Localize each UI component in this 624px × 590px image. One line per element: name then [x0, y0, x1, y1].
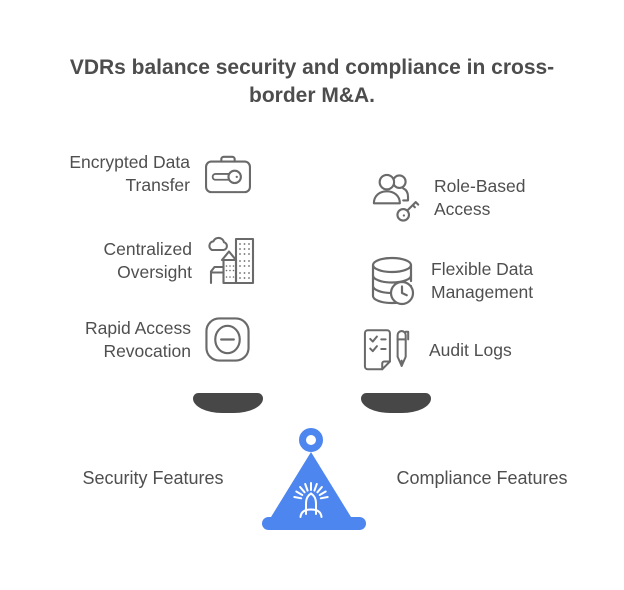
users-key-icon — [371, 171, 421, 225]
siren-beacon-icon — [257, 426, 367, 537]
feature-label: Audit Logs — [429, 339, 512, 360]
database-clock-icon — [370, 256, 418, 306]
feature-label: Centralized Oversight — [103, 239, 192, 282]
compliance-features-label: Compliance Features — [396, 468, 568, 488]
feature-rapid-access-revocation: Rapid Access Revocation — [56, 316, 251, 363]
feature-label: Rapid Access Revocation — [84, 317, 191, 361]
feature-flexible-data-management: Flexible Data Management — [370, 256, 561, 306]
page-title: VDRs balance security and compliance in … — [69, 56, 555, 107]
briefcase-key-icon — [203, 153, 253, 195]
checklist-pen-icon — [360, 325, 416, 375]
feature-encrypted-data-transfer: Encrypted Data Transfer — [55, 151, 253, 197]
feature-role-based-access: Role-Based Access — [371, 171, 564, 225]
city-cloud-icon — [205, 236, 257, 286]
feature-label: Encrypted Data Transfer — [69, 152, 190, 195]
feature-label: Role-Based Access — [434, 176, 526, 219]
feature-label: Flexible Data Management — [431, 259, 534, 302]
remove-circle-icon — [204, 316, 251, 363]
feature-centralized-oversight: Centralized Oversight — [57, 236, 257, 286]
balance-pan-right — [361, 393, 431, 413]
feature-audit-logs: Audit Logs — [360, 325, 559, 375]
balance-pan-left — [193, 393, 263, 413]
security-features-label: Security Features — [82, 468, 224, 488]
